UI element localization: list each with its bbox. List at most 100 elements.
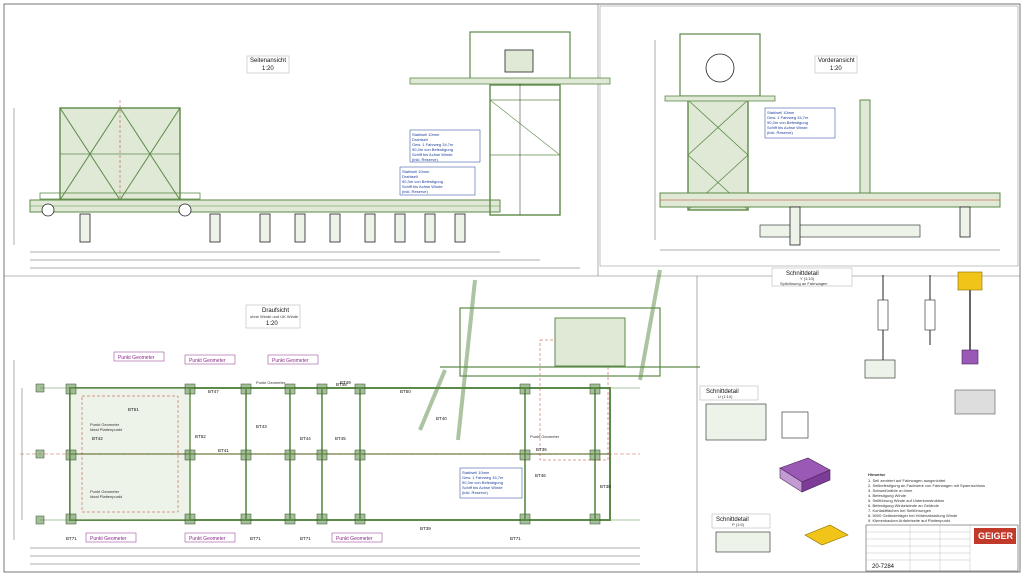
detail-y-note: Spitzlösung an Fahrwagen (780, 281, 827, 286)
punkt-label-1: Punkt Geometer (118, 355, 155, 361)
top-diagonal-arm-3 (418, 369, 447, 431)
detail-p-body (715, 531, 771, 553)
punkt-small-2: Punkt Geometer (90, 489, 120, 494)
punkt-label-3: Punkt Geometer (272, 358, 309, 364)
annot1-line2: Drahtseil (412, 137, 428, 142)
bt-label-52: BT52 (195, 434, 206, 439)
title-block: GEIGER 20-7284 (865, 524, 1019, 572)
front-annot-line5: (inkl. Reserve) (767, 130, 793, 135)
note-8: 8. 5000 Geländeträger bei Höhenabstufung… (868, 513, 958, 518)
bt-label-45: BT45 (335, 436, 346, 441)
bt-label-46: BT46 (535, 473, 546, 478)
detail-u-section (781, 411, 809, 439)
side-view-title: Seitenansicht (250, 58, 286, 64)
detail-y-sub: Y (1:10) (800, 276, 815, 281)
detail-u-body (705, 403, 767, 441)
detail-u-sub: U (1:10) (718, 394, 733, 399)
side-annotation-box-2 (399, 166, 476, 196)
punkt-label-5: Punkt Geometer (189, 536, 226, 542)
top-view-title-box (245, 304, 301, 329)
front-annotation-box (764, 107, 836, 139)
sheet-border (3, 3, 1021, 573)
winch-arm (409, 77, 611, 85)
winch-motor (504, 49, 534, 73)
detail-u-title: Schnittdetail (706, 389, 739, 395)
detail-y-base (864, 359, 896, 379)
punkt-small-1: Punkt Geometer (90, 422, 120, 427)
hook-yellow-block (957, 271, 983, 291)
detail-p-title-box (711, 513, 771, 529)
punkt-label-6: Punkt Geometer (336, 536, 373, 542)
front-annot-line4: Schiff bis Achse Winde (767, 125, 808, 130)
bt-label-71-a: BT71 (66, 536, 77, 541)
detail-y-title: Schnittdetail (786, 271, 819, 277)
punkt-geometer-labels: Punkt Geometer Punkt Geometer Punkt Geom… (85, 351, 560, 543)
note-2: 2. Seilbefestigung an Fachwerk von Fahrw… (868, 483, 985, 488)
side-upper-rail (39, 192, 201, 200)
front-right-post (859, 99, 871, 201)
annot2-line5: (inkl. Reserve) (402, 189, 428, 194)
hook-purple-shackle (961, 349, 979, 365)
punkt-label-2: Punkt Geometer (189, 358, 226, 364)
front-annot-line2: Gew. 1 Fahrweg 34,7m (767, 115, 809, 120)
top-view-scale: 1:20 (266, 321, 278, 327)
front-brace-2 (687, 99, 749, 156)
trolley-wheel-left (41, 203, 55, 217)
front-view: Vorderansicht 1:20 Stahlseil 10mm Gew. 1… (654, 33, 1001, 251)
bt-label-42: BT42 (92, 436, 103, 441)
note-1: 1. Seil zentriert auf Fahrwagen ausgeric… (868, 478, 946, 483)
top-annot-line4: Schiff bis Achse Winde (462, 485, 503, 490)
front-winch-drum (705, 53, 735, 83)
bt-label-48: BT48 (336, 382, 347, 387)
side-view-title-box (246, 55, 290, 74)
note-9: 9. Klemmbacken Anfahrtseite auf Plattenp… (868, 518, 951, 523)
bt-label-40: BT40 (436, 416, 447, 421)
geiger-logo-badge (974, 528, 1016, 544)
bt-label-71-c: BT71 (300, 536, 311, 541)
note-5: 5. Seilführung Winde auf Unterkonstrukti… (868, 498, 944, 503)
note-3: 3. Schweißnähte a=4mm (868, 488, 913, 493)
front-view-frame (599, 5, 1019, 267)
trolley-wheel-right (178, 203, 192, 217)
bt-label-71-d: BT71 (510, 536, 521, 541)
notes-title: Hinweise (868, 472, 886, 477)
punkt-small-sub-2: Ideal Plattenpunkt (90, 494, 123, 499)
side-support-posts (79, 213, 466, 243)
drawing-number: 20-7284 (872, 564, 895, 570)
side-tower (489, 84, 561, 216)
detail-panel: Schnittdetail Y (1:10) Spitzlösung an Fa… (699, 267, 996, 553)
detail-p-sub: P (1:5) (732, 522, 745, 527)
note-7: 7. Kontaktflächen bei Seilführungen (868, 508, 931, 513)
detail-y-turnbuckle-1 (877, 299, 889, 331)
front-winch-platform (664, 95, 776, 102)
detail-u-title-box (699, 385, 759, 401)
top-annot-line2: Gew. 1 Fahrweg 34,7m (462, 475, 504, 480)
bt-label-38: BT38 (600, 484, 611, 489)
annot2-line4: Schiff bis Achse Winde (402, 184, 443, 189)
top-annot-line1: Stahlseil 10mm (462, 470, 490, 475)
front-dimension-lines (654, 40, 1000, 251)
punkt-small-4: Punkt Geometer (530, 434, 560, 439)
note-4: 4. Befestigung Winde (868, 493, 907, 498)
side-view-scale: 1:20 (262, 66, 274, 72)
tower-brace (489, 99, 561, 156)
top-annotation-box (459, 467, 523, 499)
top-diagonal-arm-2 (638, 269, 662, 381)
punkt-small-3: Punkt Geometer (256, 380, 286, 385)
top-tower-area (459, 307, 661, 377)
top-node-plates (35, 383, 601, 525)
front-annot-line1: Stahlseil 10mm (767, 110, 795, 115)
annot1-line4: 90,3m von Befestigung (412, 147, 453, 152)
annot2-line3: 90,3m von Befestigung (402, 179, 443, 184)
top-tower-inner (554, 317, 626, 367)
bt-label-44: BT44 (300, 436, 311, 441)
annot1-line6: (inkl. Reserve) (412, 157, 438, 162)
detail-yellow-plate (804, 524, 849, 546)
side-dimension-lines (13, 108, 580, 269)
annot2-line2: Drahtseil (402, 174, 418, 179)
top-red-outline-2 (539, 339, 609, 461)
punkt-label-4: Punkt Geometer (90, 536, 127, 542)
top-annot-line5: (inkl. Reserve) (462, 490, 488, 495)
bt-label-50: BT50 (400, 389, 411, 394)
